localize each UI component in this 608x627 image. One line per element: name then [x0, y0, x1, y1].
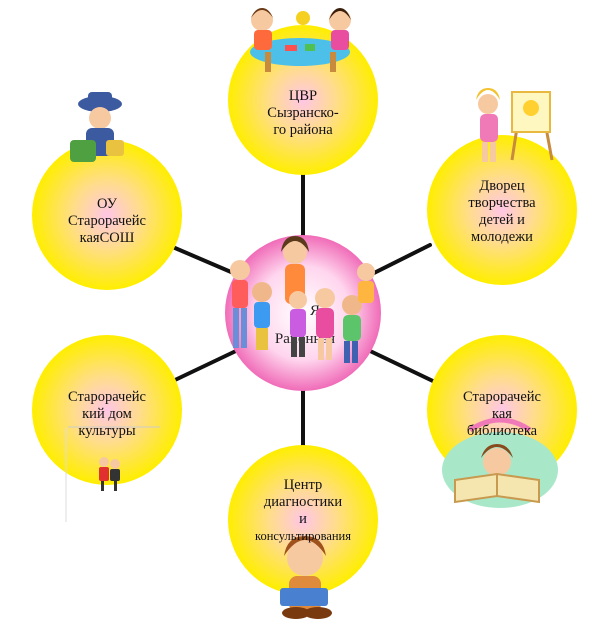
postman-with-bag-icon	[70, 92, 124, 162]
node-centr: Центр диагностики и консультирования	[243, 477, 363, 545]
node-cvr-line-2: Сызранско-	[267, 105, 339, 121]
node-biblioteka-line-2: кая	[492, 406, 512, 422]
children-at-table-icon	[250, 8, 351, 72]
node-dom-kultury-line-3: культуры	[78, 423, 136, 439]
node-centr-line-1: Центр	[283, 477, 323, 493]
node-biblioteka-line-3: библиотека	[466, 423, 538, 439]
node-circle-ou	[32, 140, 182, 290]
node-ou: ОУ Старорачейс каяСОШ	[52, 196, 162, 247]
node-dvorets-line-4: молодежи	[471, 229, 533, 245]
group-of-children-icon	[230, 236, 375, 363]
node-centr-line-4: консультирования	[255, 529, 351, 543]
node-ou-line-2: Старорачейс	[68, 213, 146, 229]
node-circle-centr	[228, 445, 378, 595]
node-dvorets-line-1: Дворец	[479, 178, 525, 194]
node-centr-line-3: и	[299, 511, 307, 527]
node-circle-dvorets	[427, 135, 577, 285]
connector-ou	[173, 246, 240, 277]
connector-dom-kultury	[173, 348, 240, 382]
node-cvr: ЦВР Сызранско- го района	[243, 88, 363, 139]
node-biblioteka: Старорачейс кая библиотека	[447, 389, 557, 440]
girl-reading-book-icon	[442, 417, 558, 508]
hub-text-1: Я	[310, 303, 320, 319]
node-dvorets-line-2: творчества	[468, 195, 536, 211]
node-cvr-line-3: го района	[273, 122, 333, 138]
node-dvorets-line-3: детей и	[479, 212, 525, 228]
node-dom-kultury: Старорачейс кий дом культуры	[52, 389, 162, 440]
connector-dvorets	[368, 243, 432, 277]
node-ou-line-1: ОУ	[97, 196, 117, 212]
girl-with-book-icon	[280, 536, 332, 619]
node-dvorets: Дворец творчества детей и молодежи	[447, 178, 557, 246]
node-circle-dom-kultury	[32, 335, 182, 485]
artist-at-easel-icon	[476, 88, 554, 162]
node-cvr-line-1: ЦВР	[288, 88, 318, 104]
dancing-couple-icon	[65, 426, 160, 522]
node-ou-line-3: каяСОШ	[79, 230, 135, 246]
node-biblioteka-line-1: Старорачейс	[463, 389, 541, 405]
node-dom-kultury-line-2: кий дом	[82, 406, 132, 422]
node-centr-line-2: диагностики	[263, 494, 343, 510]
node-dom-kultury-line-1: Старорачейс	[68, 389, 146, 405]
connector-biblioteka	[366, 348, 437, 384]
